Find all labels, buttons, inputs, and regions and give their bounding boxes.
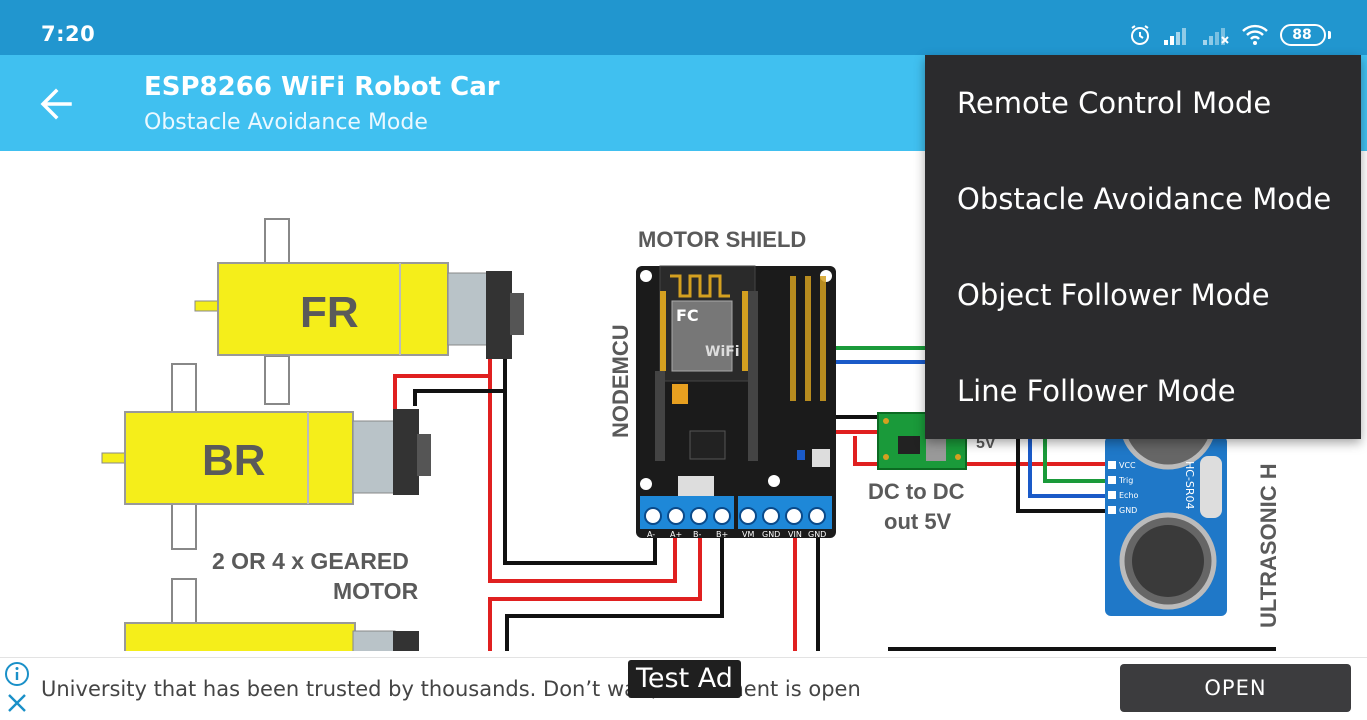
motor-caption-1: 2 OR 4 x GEARED: [212, 548, 409, 574]
svg-text:FC: FC: [676, 306, 699, 325]
wifi-icon: [1242, 24, 1268, 45]
pin-label: VCC: [1119, 461, 1136, 470]
app-subtitle: Obstacle Avoidance Mode: [144, 110, 428, 135]
pin-label: GND: [808, 530, 826, 539]
sensor-pin-labels: VCC Trig Echo GND: [1118, 461, 1139, 515]
motor-third: [124, 578, 419, 651]
svg-text:WiFi: WiFi: [705, 344, 740, 360]
alarm-icon: [1131, 25, 1149, 45]
dc-dc-converter: DC to DC out 5V 5V: [868, 412, 996, 534]
back-button[interactable]: [34, 82, 78, 126]
status-time: 7:20: [41, 22, 96, 46]
pin-label: Trig: [1118, 476, 1133, 485]
pin-label: GND: [1119, 506, 1137, 515]
app-title: ESP8266 WiFi Robot Car: [144, 72, 500, 102]
pin-label: VM: [742, 530, 754, 539]
back-arrow-icon: [40, 88, 72, 120]
nodemcu-label: NODEMCU: [608, 324, 633, 438]
pin-label: A-: [647, 530, 655, 539]
wiring-diagram-svg: FR BR 2 OR 4 x GEARED MOTOR MOTOR SHIELD: [101, 218, 1281, 651]
battery-tip: [1328, 31, 1331, 39]
motor-shield: MOTOR SHIELD FC WiFi: [636, 227, 836, 539]
dc-label-1: DC to DC: [868, 479, 965, 504]
menu-item-obstacle-avoidance[interactable]: Obstacle Avoidance Mode: [957, 182, 1332, 216]
ultrasonic-sensor: VCC Trig Echo GND HC-SR04: [1105, 372, 1227, 616]
ad-open-button[interactable]: OPEN: [1120, 664, 1351, 712]
info-icon[interactable]: [4, 661, 30, 687]
pin-label: Echo: [1119, 491, 1139, 500]
motor-br: BR: [101, 363, 431, 550]
motor-fr-label: FR: [300, 288, 359, 337]
terminal-pin-labels: A- A+ B- B+ VM GND VIN GND: [647, 530, 826, 539]
ad-banner[interactable]: University that has been trusted by thou…: [0, 657, 1367, 720]
five-v-label: 5V: [976, 435, 996, 452]
menu-item-line-follower[interactable]: Line Follower Mode: [957, 374, 1236, 408]
pin-label: A+: [670, 530, 682, 539]
motor-br-label: BR: [202, 436, 266, 485]
pin-label: B+: [716, 530, 728, 539]
test-ad-badge: Test Ad: [628, 660, 741, 698]
mode-menu: Remote Control Mode Obstacle Avoidance M…: [925, 55, 1361, 439]
sensor-model-label: HC-SR04: [1183, 461, 1196, 510]
status-bar: 7:20 88: [0, 0, 1367, 55]
battery-icon: 88: [1280, 24, 1326, 46]
menu-item-remote-control[interactable]: Remote Control Mode: [957, 86, 1272, 120]
signal-no-service-icon: [1203, 28, 1229, 45]
dc-label-2: out 5V: [884, 509, 952, 534]
pin-label: VIN: [788, 530, 802, 539]
battery-level: 88: [1292, 27, 1312, 43]
signal-icon: [1164, 28, 1186, 45]
motor-shield-label: MOTOR SHIELD: [638, 227, 806, 252]
pin-label: GND: [762, 530, 780, 539]
motor-caption-2: MOTOR: [333, 578, 419, 604]
motor-fr: FR: [194, 218, 524, 405]
menu-item-object-follower[interactable]: Object Follower Mode: [957, 278, 1270, 312]
pin-label: B-: [693, 530, 701, 539]
bottom-board-edge: [888, 647, 1276, 651]
close-icon[interactable]: [5, 691, 29, 715]
ultrasonic-label: ULTRASONIC H: [1256, 463, 1281, 628]
status-icons: 88: [1128, 20, 1331, 50]
